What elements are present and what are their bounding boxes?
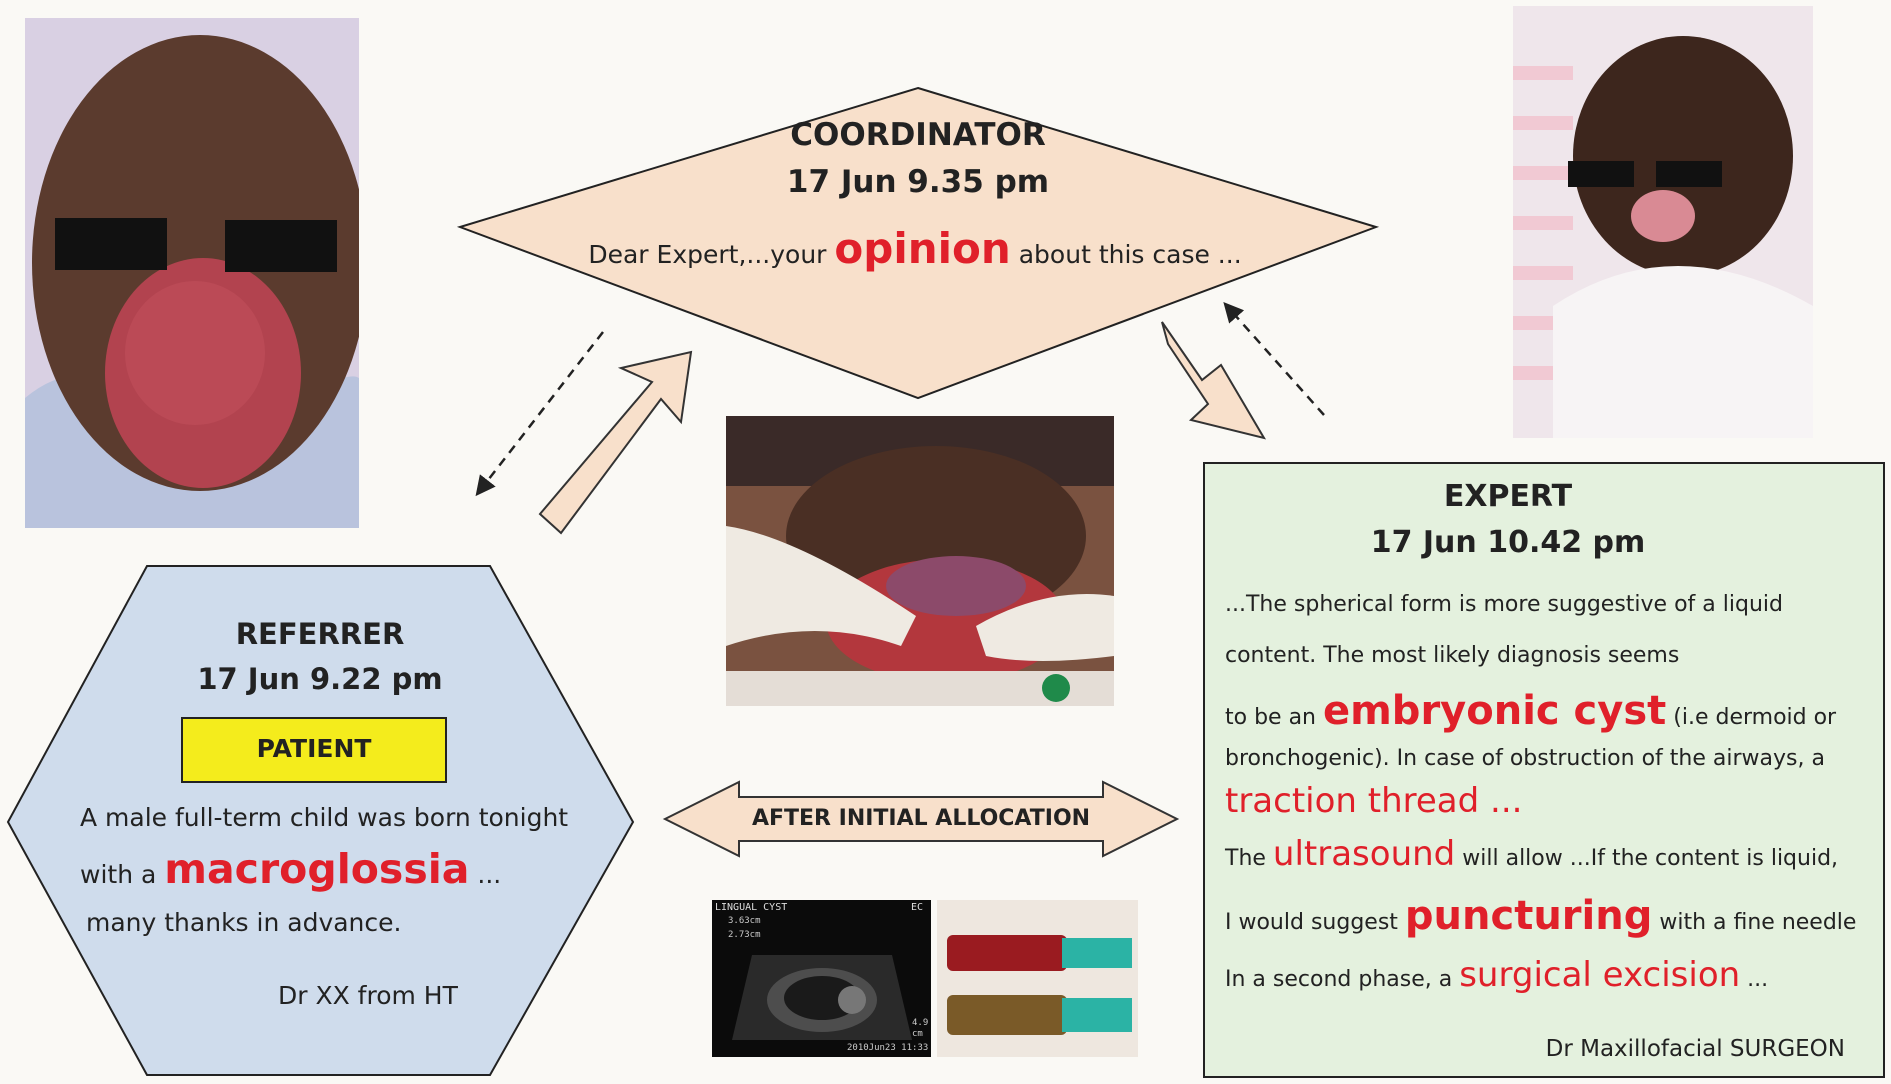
- block-arrow-down: [1161, 321, 1267, 440]
- referrer-line2-before: with a: [80, 860, 157, 889]
- photo-syringes: [937, 900, 1138, 1057]
- dashed-arrow-right: [1223, 302, 1325, 416]
- patient-label: PATIENT: [256, 734, 372, 763]
- coordinator-title: COORDINATOR: [790, 117, 1046, 153]
- referrer-macroglossia: macroglossia: [164, 845, 470, 893]
- referrer-title: REFERRER: [235, 617, 405, 651]
- expert-line7: I would suggest puncturing with a fine n…: [1225, 893, 1856, 939]
- ultrasound-m2: 2.73cm: [728, 930, 761, 940]
- allocation-double-arrow: [662, 780, 1180, 858]
- ultrasound-side: EC: [911, 902, 924, 913]
- dashed-arrow-left: [475, 331, 604, 497]
- coordinator-time: 17 Jun 9.35 pm: [786, 164, 1050, 200]
- coordinator-msg-after: about this case ...: [1018, 240, 1242, 269]
- ultrasound-scan: [712, 900, 931, 1057]
- allocation-label: AFTER INITIAL ALLOCATION: [751, 806, 1091, 831]
- expert-line3-after: (i.e dermoid or: [1673, 705, 1837, 730]
- photo-oral-exam: [726, 416, 1114, 706]
- coordinator-diamond: [456, 86, 1380, 400]
- expert-line3: to be an embryonic cyst (i.e dermoid or: [1225, 688, 1836, 734]
- block-arrow-up: [538, 350, 693, 535]
- syringes-illustration: [937, 900, 1138, 1057]
- coordinator-msg-highlight: opinion: [834, 224, 1011, 273]
- coordinator-message: Dear Expert,...your opinion about this c…: [575, 224, 1255, 273]
- expert-surgical-excision: surgical excision: [1459, 955, 1741, 995]
- patient-label-box: [181, 717, 447, 783]
- referrer-line2: with a macroglossia ...: [80, 845, 501, 893]
- referrer-line3: many thanks in advance.: [86, 908, 402, 937]
- referrer-line1: A male full-term child was born tonight: [80, 803, 569, 832]
- ultrasound-m1: 3.63cm: [728, 916, 761, 926]
- oral-exam-illustration: [726, 416, 1114, 706]
- ultrasound-depth-unit: cm: [912, 1029, 923, 1039]
- expert-ultrasound: ultrasound: [1272, 834, 1456, 874]
- photo-infant-macroglossia: [25, 18, 359, 528]
- expert-line7-before: I would suggest: [1225, 910, 1398, 935]
- expert-embryonic-cyst: embryonic cyst: [1323, 688, 1667, 734]
- expert-time: 17 Jun 10.42 pm: [1370, 525, 1646, 560]
- expert-line8-before: In a second phase, a: [1225, 967, 1453, 992]
- referrer-signature: Dr XX from HT: [278, 981, 458, 1010]
- coordinator-msg-before: Dear Expert,...your: [588, 240, 827, 269]
- expert-traction-thread: traction thread ...: [1225, 781, 1523, 821]
- expert-line8-after: ...: [1747, 967, 1769, 992]
- photo-infant-after: [1513, 6, 1813, 438]
- expert-line6-after: will allow ...If the content is liquid,: [1462, 846, 1839, 871]
- referrer-line2-after: ...: [477, 860, 502, 889]
- expert-line4: bronchogenic). In case of obstruction of…: [1225, 746, 1825, 771]
- expert-line6-before: The: [1225, 846, 1266, 871]
- referrer-time: 17 Jun 9.22 pm: [197, 662, 443, 696]
- expert-title: EXPERT: [1443, 479, 1573, 514]
- face-censor-bar: [55, 218, 167, 270]
- expert-box: [1203, 462, 1885, 1078]
- expert-line2: content. The most likely diagnosis seems: [1225, 643, 1680, 668]
- infant-photo-illustration: [25, 18, 359, 528]
- expert-line1: ...The spherical form is more suggestive…: [1225, 592, 1783, 617]
- expert-signature: Dr Maxillofacial SURGEON: [1545, 1036, 1845, 1062]
- expert-line7-after: with a fine needle: [1659, 910, 1857, 935]
- expert-puncturing: puncturing: [1404, 893, 1653, 939]
- referrer-hexagon: [6, 565, 635, 1076]
- ultrasound-label: LINGUAL CYST: [715, 902, 788, 913]
- expert-line8: In a second phase, a surgical excision .…: [1225, 955, 1768, 995]
- ultrasound-image: LINGUAL CYST 3.63cm 2.73cm EC 4.9 cm 201…: [712, 900, 931, 1057]
- ultrasound-date: 2010Jun23 11:33: [847, 1043, 929, 1053]
- infant-after-illustration: [1513, 6, 1813, 438]
- expert-line3-before: to be an: [1225, 705, 1316, 730]
- ultrasound-depth: 4.9: [912, 1018, 929, 1028]
- expert-line6: The ultrasound will allow ...If the cont…: [1225, 834, 1838, 874]
